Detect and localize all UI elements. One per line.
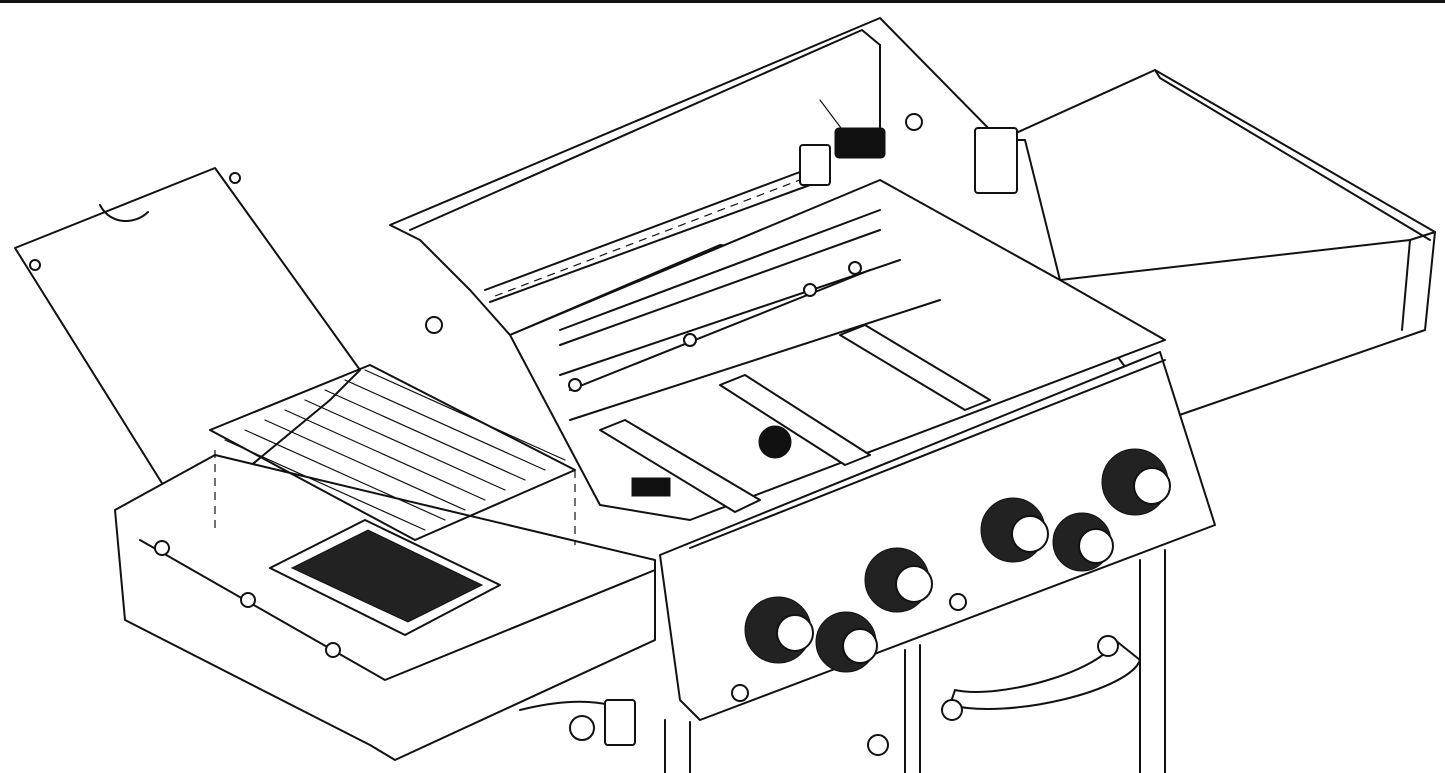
knob-6[interactable] bbox=[1101, 448, 1171, 516]
cart-cabinet bbox=[664, 549, 1166, 773]
knob-5[interactable] bbox=[1052, 512, 1114, 572]
control-knobs bbox=[744, 448, 1171, 673]
side-burner bbox=[269, 519, 501, 636]
cart-door-handle bbox=[867, 635, 1141, 756]
firebox bbox=[509, 179, 1166, 521]
main-burners bbox=[599, 324, 991, 513]
rotisserie-motor bbox=[799, 99, 886, 186]
knob-1[interactable] bbox=[744, 596, 814, 664]
side-burner-grate bbox=[209, 364, 576, 545]
top-border-line bbox=[0, 0, 1445, 3]
knob-3[interactable] bbox=[864, 547, 933, 613]
warming-rack bbox=[559, 209, 881, 392]
knob-4[interactable] bbox=[980, 497, 1049, 563]
lid-hinge-plate bbox=[974, 127, 1018, 194]
igniter-cable bbox=[519, 699, 636, 746]
knob-2[interactable] bbox=[815, 611, 878, 673]
side-burner-lid bbox=[14, 167, 361, 521]
